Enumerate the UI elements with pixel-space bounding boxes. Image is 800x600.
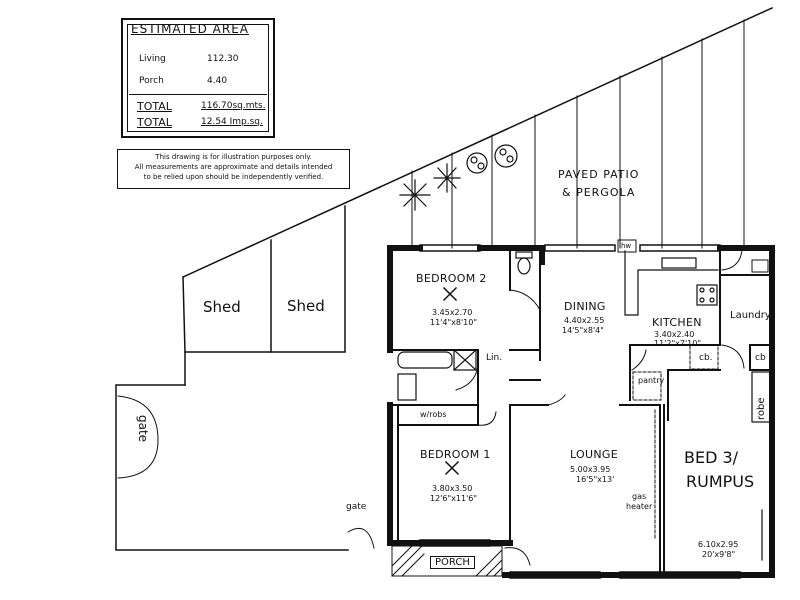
disclaimer-line-3: to be relied upon should be independentl…: [143, 173, 324, 181]
estimated-area-inner-frame: [127, 24, 269, 132]
patio-label-line-1: PAVED PATIO: [558, 168, 640, 181]
pantry-label: pantry: [638, 376, 665, 385]
area-total-label-sqm: TOTAL: [137, 100, 172, 113]
patio-label-line-2: & PERGOLA: [562, 186, 636, 199]
cupboard-label-1: cb.: [699, 353, 713, 363]
room-imperial-bedroom1: 12'6"x11'6": [430, 494, 478, 503]
room-imperial-dining: 14'5"x8'4": [562, 326, 604, 335]
room-name-laundry: Laundry: [730, 310, 771, 321]
room-imperial-lounge: 16'5"x13': [576, 475, 615, 484]
top-windows: [419, 244, 721, 252]
area-total-value-sqm: 116.70sq.mts.: [201, 101, 266, 111]
room-name-bedroom2: BEDROOM 2: [416, 272, 487, 285]
door-swings: [455, 249, 745, 566]
gas-heater-label-line-2: heater: [626, 502, 653, 511]
porch-hatch: [391, 545, 503, 577]
room-name-bedroom1: BEDROOM 1: [420, 448, 491, 461]
robe-label: robe: [756, 397, 767, 420]
boundary-diagonal: [182, 7, 773, 278]
disclaimer-box: This drawing is for illustration purpose…: [117, 149, 350, 189]
hot-water-label: hw: [621, 242, 632, 250]
cupboard-dashes: [632, 344, 719, 541]
room-name-dining: DINING: [564, 300, 606, 313]
robe-bed3: [751, 371, 771, 561]
area-total-label-imp: TOTAL: [137, 116, 172, 129]
room-metric-kitchen: 3.40x2.40: [654, 330, 695, 339]
patio-plants: [399, 144, 518, 211]
yard-fence: [115, 384, 375, 551]
hot-water-unit: [617, 239, 637, 253]
gate-label-bottom: gate: [346, 502, 367, 512]
disclaimer-line-1: This drawing is for illustration purpose…: [155, 153, 312, 161]
area-row-label-porch: Porch: [139, 76, 164, 86]
room-imperial-kitchen: 11'2"x7'10": [654, 339, 702, 348]
area-row-value-porch: 4.40: [207, 76, 228, 86]
room-name-lounge: LOUNGE: [570, 448, 618, 461]
cupboard-label-2: cb: [755, 353, 766, 363]
bed-markers: [442, 286, 460, 476]
laundry-trough: [751, 259, 769, 273]
estimated-area-table: ESTIMATED AREA Living 112.30 Porch 4.40 …: [121, 18, 275, 138]
room-imperial-bed3: 20'x9'8": [702, 550, 736, 559]
left-gate: [115, 394, 159, 481]
room-name-porch: PORCH: [430, 556, 475, 569]
shed-label-1: Shed: [203, 298, 241, 316]
room-name-bed3-line-1: BED 3/: [684, 448, 739, 467]
linen-label: Lin.: [486, 353, 503, 363]
area-row-value-living: 112.30: [207, 54, 239, 64]
room-metric-dining: 4.40x2.55: [564, 316, 605, 325]
kitchen-bench: [624, 250, 719, 316]
room-metric-lounge: 5.00x3.95: [570, 465, 611, 474]
gas-heater-label-line-1: gas: [632, 492, 647, 501]
room-metric-bedroom2: 3.45x2.70: [432, 308, 473, 317]
area-divider: [129, 94, 267, 95]
room-name-bed3-line-2: RUMPUS: [686, 472, 755, 491]
gate-label-left: gate: [136, 415, 150, 443]
area-total-value-imp: 12.54 Imp.sq.: [201, 117, 263, 127]
disclaimer-line-2: All measurements are approximate and det…: [134, 163, 333, 171]
estimated-area-title: ESTIMATED AREA: [131, 22, 250, 36]
bottom-windows: [419, 539, 741, 579]
room-name-kitchen: KITCHEN: [652, 316, 702, 329]
room-metric-bedroom1: 3.80x3.50: [432, 484, 473, 493]
shed-label-2: Shed: [287, 297, 325, 315]
pergola-lines: [411, 19, 745, 249]
shed-outlines: [182, 205, 346, 386]
bathroom-fixtures: [397, 251, 533, 401]
room-imperial-bedroom2: 11'4"x8'10": [430, 318, 478, 327]
wardrobe-label: w/robs: [420, 410, 447, 419]
area-row-label-living: Living: [139, 54, 166, 64]
room-metric-bed3: 6.10x2.95: [698, 540, 739, 549]
